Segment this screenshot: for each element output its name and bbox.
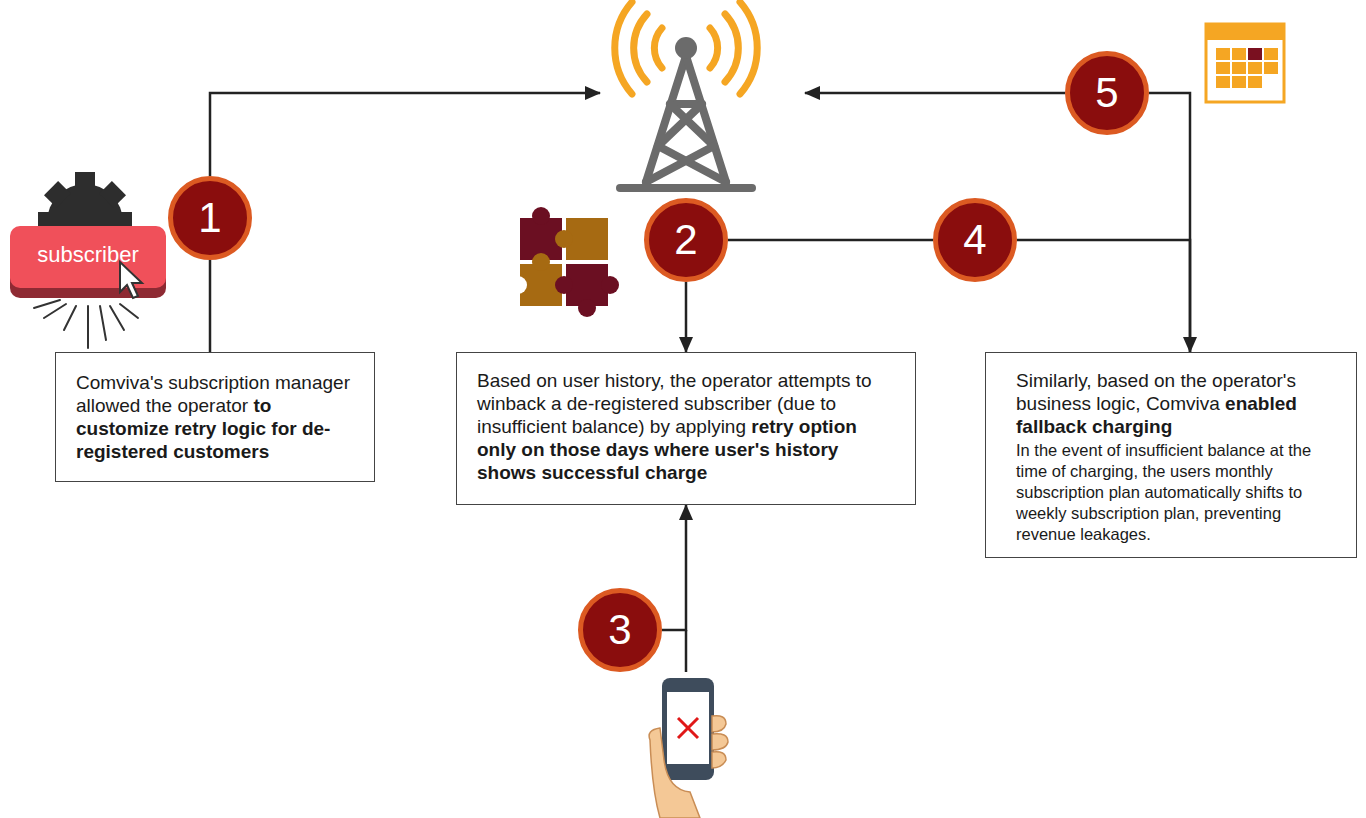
callout-label: 2 — [674, 216, 697, 264]
puzzle-icon — [601, 276, 619, 294]
phone-icon — [678, 718, 698, 738]
button-label: subscriber — [18, 242, 158, 268]
flow-line — [805, 92, 1065, 95]
callout-number: 4 — [933, 198, 1017, 282]
calendar-icon — [1216, 48, 1278, 88]
puzzle-icon — [509, 207, 619, 317]
connector-arrow — [662, 505, 686, 630]
connector-arrow — [1017, 240, 1190, 352]
tower-icon — [615, 2, 757, 188]
tower-icon — [675, 37, 697, 59]
tower-icon — [615, 2, 757, 94]
subscriber-button-icon — [34, 300, 60, 308]
tower-icon — [725, 14, 738, 82]
calendar-icon — [1216, 62, 1230, 74]
calendar-icon — [1206, 24, 1284, 40]
calendar-icon — [1232, 76, 1246, 88]
subscriber-button-icon — [99, 181, 126, 208]
subscriber-button-icon — [44, 181, 71, 208]
subscriber-button-icon — [100, 306, 106, 340]
callout-label: 3 — [608, 606, 631, 654]
phone-icon — [649, 728, 700, 818]
callout-number: 1 — [168, 176, 252, 260]
subscriber-button-icon — [10, 226, 166, 288]
subscriber-button-icon — [120, 304, 138, 318]
phone-icon — [649, 678, 728, 818]
subscriber-button-icon — [44, 304, 66, 318]
connector-arrow — [685, 282, 688, 352]
puzzle-icon — [532, 253, 550, 271]
phone-icon — [678, 718, 698, 738]
subscriber-button-icon — [87, 306, 89, 348]
subscriber-button-icon — [34, 300, 138, 348]
tower-icon — [634, 14, 647, 82]
phone-icon — [667, 692, 709, 764]
callout-label: 4 — [963, 216, 986, 264]
subscriber-button-icon — [10, 172, 166, 348]
connector-arrow — [1149, 93, 1190, 352]
puzzle-icon — [555, 230, 573, 248]
calendar-icon — [1206, 24, 1284, 102]
puzzle-icon — [532, 207, 550, 225]
puzzle-icon — [555, 276, 573, 294]
puzzle-icon — [509, 276, 527, 294]
tower-icon — [658, 104, 702, 146]
flow-line — [685, 630, 688, 672]
phone-icon — [712, 716, 728, 768]
text-box: Based on user history, the operator atte… — [456, 352, 916, 505]
phone-icon — [662, 678, 714, 780]
callout-number: 3 — [578, 588, 662, 672]
tower-icon — [646, 146, 714, 182]
subscriber-button-icon — [75, 172, 95, 190]
tower-icon — [615, 2, 632, 94]
calendar-icon — [1264, 62, 1278, 74]
puzzle-icon — [578, 299, 596, 317]
flow-line — [210, 93, 600, 176]
calendar-icon — [1248, 76, 1262, 88]
calendar-icon — [1216, 76, 1230, 88]
tower-icon — [620, 184, 752, 192]
text-box: Comviva's subscription manager allowed t… — [55, 352, 375, 482]
calendar-icon — [1232, 62, 1246, 74]
text-box: Similarly, based on the operator's busin… — [985, 352, 1357, 558]
connector-arrow — [209, 260, 212, 352]
calendar-icon — [1248, 62, 1262, 74]
calendar-icon — [1232, 48, 1246, 60]
callout-label: 1 — [198, 194, 221, 242]
tower-icon — [658, 146, 726, 182]
callout-number: 5 — [1065, 51, 1149, 135]
calendar-icon — [1216, 48, 1230, 60]
tower-icon — [654, 28, 662, 68]
tower-icon — [740, 2, 757, 94]
subscriber-button-icon — [64, 306, 76, 330]
body-text: In the event of insufficient balance at … — [1016, 440, 1342, 545]
callout-number: 2 — [644, 198, 728, 282]
connector-arrow — [728, 239, 933, 242]
calendar-icon — [1248, 48, 1262, 60]
callout-label: 5 — [1095, 69, 1118, 117]
calendar-icon — [1264, 48, 1278, 60]
tower-icon — [620, 56, 752, 188]
subscriber-button-icon — [110, 306, 124, 330]
calendar-icon — [1206, 24, 1284, 102]
tower-icon — [710, 28, 718, 68]
body-text: Comviva's subscription manager allowed t… — [76, 372, 350, 416]
subscriber-button-icon — [120, 262, 142, 298]
